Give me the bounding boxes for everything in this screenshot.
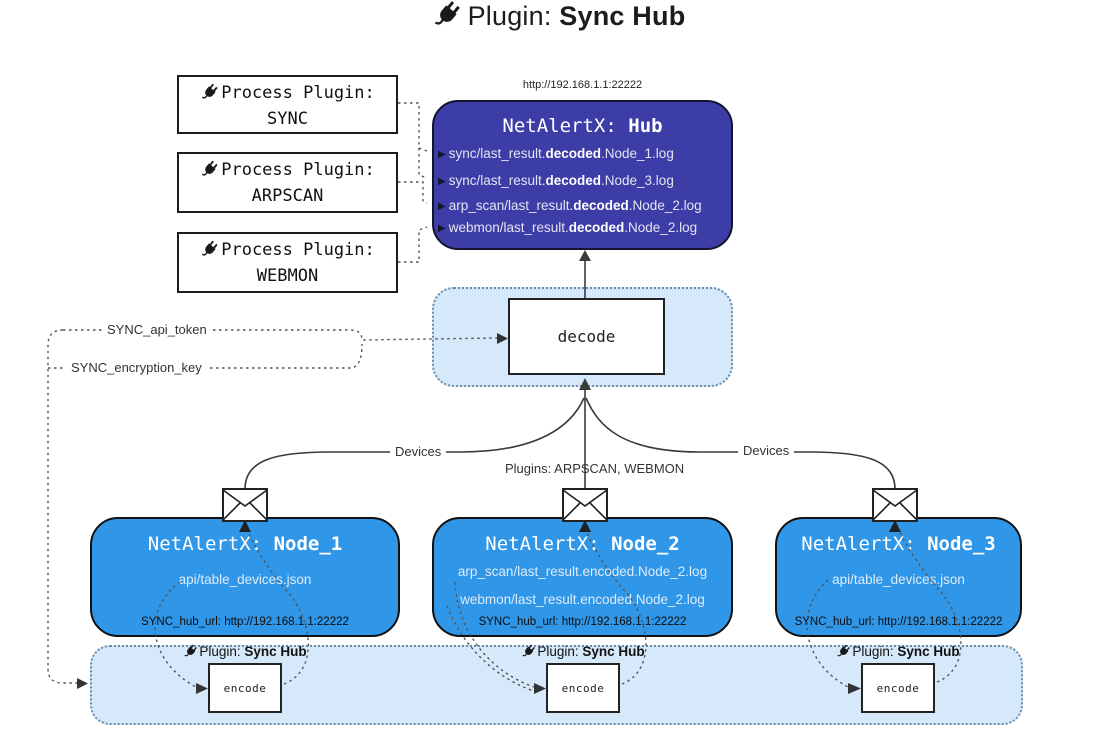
process-plugin-label: Process Plugin: (221, 240, 375, 260)
encode-plugin-label: Plugin: Sync Hub (155, 644, 335, 659)
envelope-icon (222, 488, 268, 522)
title-bold: Sync Hub (559, 1, 686, 31)
process-plugin-name: WEBMON (256, 266, 319, 286)
process-plugin-sync: Process Plugin: SYNC (177, 75, 398, 134)
node-hub-url: SYNC_hub_url: http://192.168.1.1:22222 (141, 616, 349, 628)
encode-label-text: encode (561, 681, 605, 695)
node-file: api/table_devices.json (178, 572, 312, 587)
plug-icon (434, 1, 460, 25)
hub-title: NetAlertX: Hub (502, 115, 663, 137)
hub-url: http://192.168.1.1:22222 (522, 79, 643, 91)
node-1-box: NetAlertX: Node_1 api/table_devices.json… (90, 517, 400, 637)
plug-icon (202, 83, 218, 99)
encode-box: encode (208, 663, 282, 713)
arrow-right-icon: ▶ (438, 201, 446, 212)
sync-api-token-label: SYNC_api_token (102, 322, 212, 337)
arrow-right-icon: ▶ (438, 149, 446, 160)
arrowhead-into-hub (579, 250, 591, 261)
plug-icon (202, 240, 218, 256)
hub-log-line: ▶sync/last_result.decoded.Node_1.log (438, 146, 674, 161)
process-plugin-arpscan: Process Plugin: ARPSCAN (177, 152, 398, 213)
node-file: arp_scan/last_result.encoded.Node_2.log (457, 564, 708, 579)
hub-log-line: ▶arp_scan/last_result.decoded.Node_2.log (438, 198, 702, 213)
plug-icon (184, 644, 198, 657)
process-plugin-label: Process Plugin: (221, 160, 375, 180)
encode-box: encode (861, 663, 935, 713)
devices-right-label: Devices (738, 443, 795, 458)
encode-box: encode (546, 663, 620, 713)
plugins-label: Plugins: ARPSCAN, WEBMON (505, 461, 685, 476)
hub-log-line: ▶sync/last_result.decoded.Node_3.log (438, 173, 674, 188)
node-file: webmon/last_result.encoded.Node_2.log (460, 592, 705, 607)
node-title: NetAlertX: Node_2 (485, 533, 680, 555)
plug-icon (837, 644, 851, 657)
hub-box: NetAlertX: Hub ▶sync/last_result.decoded… (432, 100, 733, 250)
node-title: NetAlertX: Node_3 (801, 533, 996, 555)
arrowhead-into-encode-panel (77, 678, 88, 689)
decode-box: decode (508, 298, 665, 375)
page-title: Plugin: Sync Hub (0, 0, 1117, 32)
node-3-box: NetAlertX: Node_3 api/table_devices.json… (775, 517, 1022, 637)
process-plugin-name: SYNC (267, 109, 308, 129)
node-2-box: NetAlertX: Node_2 arp_scan/last_result.e… (432, 517, 733, 637)
arrow-right-icon: ▶ (438, 176, 446, 187)
sync-encryption-key-label: SYNC_encryption_key (66, 360, 207, 375)
devices-left-label: Devices (390, 444, 447, 459)
process-plugin-label: Process Plugin: (221, 83, 375, 103)
encode-label-text: encode (876, 681, 920, 695)
plug-icon (202, 160, 218, 176)
encode-plugin-label: Plugin: Sync Hub (808, 644, 988, 659)
envelope-icon (562, 488, 608, 522)
process-to-hub-connectors (398, 102, 428, 263)
node-hub-url: SYNC_hub_url: http://192.168.1.1:22222 (794, 616, 1003, 628)
envelope-icon (872, 488, 918, 522)
hub-log-line: ▶webmon/last_result.decoded.Node_2.log (438, 220, 698, 235)
encode-label-text: encode (223, 681, 267, 695)
title-text: Plugin: (467, 1, 560, 31)
plug-icon (522, 644, 536, 657)
arrow-right-icon: ▶ (438, 223, 446, 234)
node-file: api/table_devices.json (832, 572, 965, 587)
encode-plugin-label: Plugin: Sync Hub (493, 644, 673, 659)
process-plugin-name: ARPSCAN (251, 186, 324, 206)
node-title: NetAlertX: Node_1 (147, 533, 343, 555)
node-hub-url: SYNC_hub_url: http://192.168.1.1:22222 (478, 616, 687, 628)
decode-label: decode (557, 327, 616, 346)
process-plugin-webmon: Process Plugin: WEBMON (177, 232, 398, 293)
